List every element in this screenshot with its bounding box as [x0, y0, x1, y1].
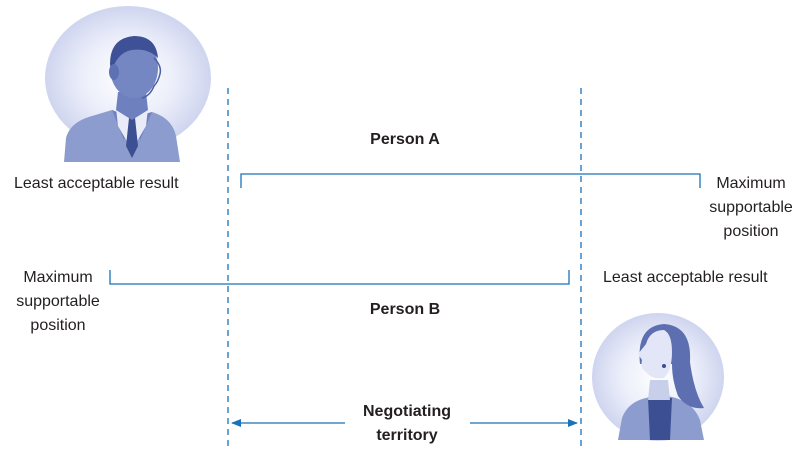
negotiating-territory-label: Negotiating territory — [346, 400, 468, 448]
person-a-max-line-3: position — [723, 223, 779, 240]
person-b-range-bracket — [109, 270, 570, 285]
person-b-portrait — [592, 313, 724, 441]
person-a-least-acceptable-label: Least acceptable result — [14, 175, 179, 192]
territory-line-2: territory — [376, 427, 438, 444]
woman-figure-icon — [618, 324, 704, 440]
person-a-portrait — [45, 6, 211, 162]
person-a-max-line-1: Maximum — [716, 175, 786, 192]
man-figure-icon — [64, 36, 180, 162]
person-a-maximum-supportable-label: Maximum supportable position — [695, 172, 807, 244]
person-a-max-line-2: supportable — [709, 199, 793, 216]
person-b-name: Person B — [369, 301, 441, 318]
person-b-least-acceptable-label: Least acceptable result — [603, 269, 768, 286]
territory-line-1: Negotiating — [363, 403, 451, 420]
person-b-max-line-3: position — [30, 317, 86, 334]
person-a-range-bracket — [240, 173, 701, 188]
person-b-max-line-1: Maximum — [23, 269, 93, 286]
person-b-max-line-2: supportable — [16, 293, 100, 310]
person-a-name: Person A — [370, 131, 440, 148]
person-b-maximum-supportable-label: Maximum supportable position — [2, 266, 114, 338]
